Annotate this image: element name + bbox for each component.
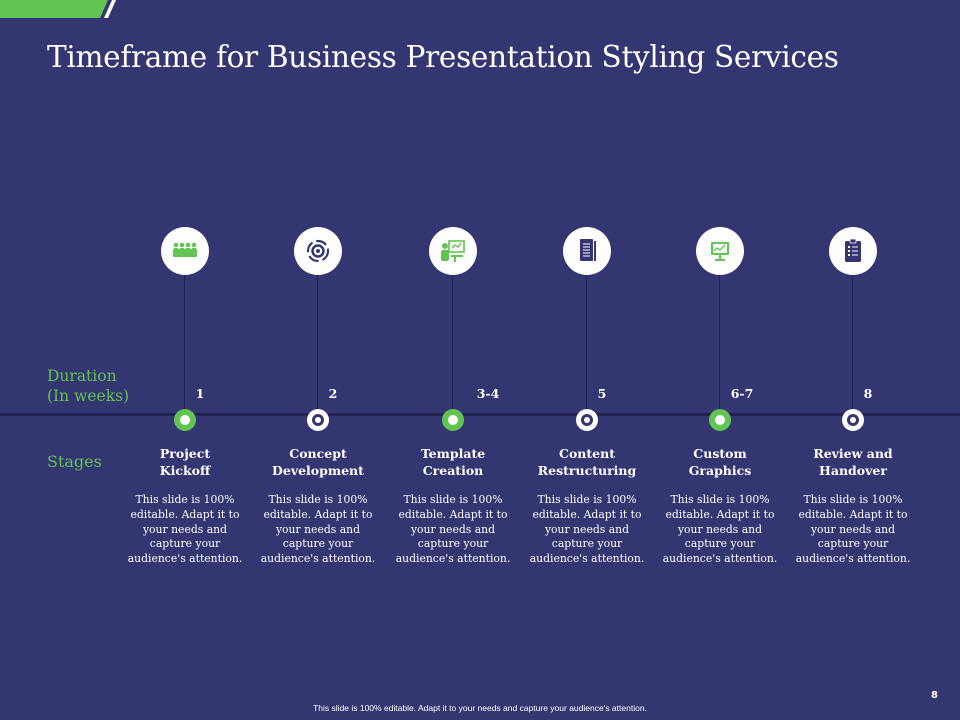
timeline-stage: 8 Review and Handover This slide is 100%… xyxy=(788,0,918,720)
page-title: Timeframe for Business Presentation Styl… xyxy=(47,40,839,74)
description-line: audience's attention. xyxy=(127,552,243,566)
stage-description: This slide is 100% editable. Adapt it to… xyxy=(112,493,258,567)
timeline-stage: 3-4 Template Creation This slide is 100%… xyxy=(388,0,518,720)
description-line: capture your xyxy=(684,537,756,551)
stage-connector-line xyxy=(452,250,453,410)
footer-note: This slide is 100% editable. Adapt it to… xyxy=(313,703,647,713)
stage-connector-line xyxy=(719,250,720,410)
stage-name: Review and Handover xyxy=(783,445,923,479)
gear-cycle-icon xyxy=(294,227,342,275)
stage-description: This slide is 100% editable. Adapt it to… xyxy=(647,493,793,567)
stage-name-line: Template xyxy=(420,446,486,461)
duration-row-label: Duration (In weeks) xyxy=(47,366,129,406)
description-line: capture your xyxy=(551,537,623,551)
timeline-stage: 6-7 Custom Graphics This slide is 100% e… xyxy=(655,0,785,720)
description-line: capture your xyxy=(417,537,489,551)
description-line: capture your xyxy=(149,537,221,551)
stage-name-line: Content xyxy=(559,446,615,461)
stage-name-line: Review and xyxy=(813,446,893,461)
description-line: audience's attention. xyxy=(260,552,376,566)
description-line: audience's attention. xyxy=(662,552,778,566)
stage-week: 6-7 xyxy=(730,386,754,401)
description-line: This slide is 100% xyxy=(803,493,903,506)
description-line: your needs and xyxy=(410,522,496,536)
description-line: editable. Adapt it to xyxy=(263,507,373,521)
description-line: This slide is 100% xyxy=(537,493,637,506)
description-line: This slide is 100% xyxy=(403,493,503,506)
description-line: editable. Adapt it to xyxy=(532,507,642,521)
clipboard-checklist-icon xyxy=(829,227,877,275)
stage-name: Template Creation xyxy=(383,445,523,479)
stage-name-line: Handover xyxy=(819,463,887,478)
description-line: capture your xyxy=(817,537,889,551)
stage-name: Content Restructuring xyxy=(517,445,657,479)
stage-week: 2 xyxy=(328,386,338,401)
description-line: audience's attention. xyxy=(395,552,511,566)
stage-description: This slide is 100% editable. Adapt it to… xyxy=(514,493,660,567)
stages-row-label: Stages xyxy=(47,452,102,471)
stage-description: This slide is 100% editable. Adapt it to… xyxy=(245,493,391,567)
stage-name-line: Concept xyxy=(289,446,347,461)
stage-description: This slide is 100% editable. Adapt it to… xyxy=(780,493,926,567)
stage-connector-line xyxy=(586,250,587,410)
timeline-marker xyxy=(709,409,731,431)
timeline-marker xyxy=(174,409,196,431)
description-line: your needs and xyxy=(677,522,763,536)
stage-name-line: Kickoff xyxy=(159,463,211,478)
description-line: your needs and xyxy=(544,522,630,536)
stage-name: Concept Development xyxy=(248,445,388,479)
timeline-marker xyxy=(576,409,598,431)
stage-connector-line xyxy=(852,250,853,410)
duration-label: Duration xyxy=(47,367,117,385)
document-stack-icon xyxy=(563,227,611,275)
description-line: your needs and xyxy=(142,522,228,536)
stage-name: Custom Graphics xyxy=(650,445,790,479)
timeline-stage: 5 Content Restructuring This slide is 10… xyxy=(522,0,652,720)
timeline-stage: 2 Concept Development This slide is 100%… xyxy=(253,0,383,720)
duration-unit-label: (In weeks) xyxy=(47,387,130,405)
timeline-axis xyxy=(0,413,960,416)
stage-name-line: Restructuring xyxy=(537,463,637,478)
stage-connector-line xyxy=(317,250,318,410)
stage-name: Project Kickoff xyxy=(115,445,255,479)
stage-week: 1 xyxy=(195,386,205,401)
presenter-board-icon xyxy=(429,227,477,275)
description-line: editable. Adapt it to xyxy=(130,507,240,521)
stage-name-line: Development xyxy=(272,463,364,478)
description-line: This slide is 100% xyxy=(268,493,368,506)
description-line: This slide is 100% xyxy=(670,493,770,506)
stage-name-line: Custom xyxy=(693,446,747,461)
description-line: audience's attention. xyxy=(795,552,911,566)
stage-name-line: Project xyxy=(159,446,211,461)
timeline-marker xyxy=(442,409,464,431)
description-line: audience's attention. xyxy=(529,552,645,566)
stage-week: 8 xyxy=(863,386,873,401)
description-line: capture your xyxy=(282,537,354,551)
team-meeting-icon xyxy=(161,227,209,275)
timeline-marker xyxy=(842,409,864,431)
stage-week: 3-4 xyxy=(476,386,500,401)
stage-name-line: Creation xyxy=(422,463,484,478)
description-line: your needs and xyxy=(810,522,896,536)
stage-name-line: Graphics xyxy=(688,463,752,478)
description-line: This slide is 100% xyxy=(135,493,235,506)
corner-accent-shape xyxy=(0,0,116,18)
stage-connector-line xyxy=(184,250,185,410)
description-line: editable. Adapt it to xyxy=(398,507,508,521)
stage-description: This slide is 100% editable. Adapt it to… xyxy=(380,493,526,567)
description-line: editable. Adapt it to xyxy=(665,507,775,521)
description-line: editable. Adapt it to xyxy=(798,507,908,521)
timeline-marker xyxy=(307,409,329,431)
timeline-stage: 1 Project Kickoff This slide is 100% edi… xyxy=(120,0,250,720)
page-number: 8 xyxy=(931,690,938,701)
description-line: your needs and xyxy=(275,522,361,536)
monitor-graph-icon xyxy=(696,227,744,275)
stage-week: 5 xyxy=(597,386,607,401)
